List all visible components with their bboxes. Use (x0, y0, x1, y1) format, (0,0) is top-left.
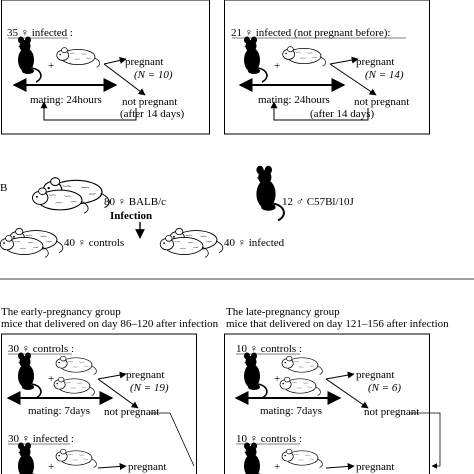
late-pregnant-bottom-label: pregnant (356, 461, 395, 473)
male-mouse-icon (17, 35, 42, 83)
early-pregnant-bottom-label: pregnant (128, 461, 167, 473)
right-pregnant-label: pregnant (356, 56, 395, 68)
right-mating-label: mating: 24hours (258, 94, 330, 106)
female-mouse-icon (55, 355, 97, 376)
male-mouse-icon (243, 35, 268, 83)
early-group-subtitle: mice that delivered on day 86–120 after … (1, 318, 219, 330)
right-pregnant-count: (N = 14) (365, 69, 404, 81)
late-group-title: The late-pregnancy group (226, 306, 340, 318)
balb-group-label: 80 ♀ BALB/c (104, 196, 167, 208)
controls-group-label: 40 ♀ controls (64, 237, 125, 249)
infected-group-label: 40 ♀ infected (224, 237, 285, 249)
svg-text:+: + (274, 373, 280, 385)
female-mouse-icon (53, 376, 95, 397)
male-mouse-icon (17, 351, 42, 399)
late-pregnant-count: (N = 6) (368, 382, 402, 394)
panel-a-right-box (224, 0, 430, 135)
c57-group-label: 12 ♂ C57Bl/10J (282, 196, 354, 208)
male-mouse-icon (243, 441, 268, 474)
female-mouse-icon (56, 47, 101, 68)
early-controls-heading: 30 ♀ controls : (8, 343, 74, 355)
female-mouse-icon (279, 376, 321, 397)
late-pregnant-label: pregnant (356, 369, 395, 381)
right-after-days-label: (after 14 days) (310, 108, 375, 120)
panel-b-letter: B (0, 182, 8, 194)
right-box-heading: 21 ♀ infected (not pregnant before): (231, 27, 391, 39)
svg-text:+: + (48, 373, 54, 385)
early-pregnant-label: pregnant (126, 369, 165, 381)
infection-label: Infection (110, 210, 153, 222)
late-controls-heading: 10 ♀ controls : (236, 343, 302, 355)
late-group-subtitle: mice that delivered on day 121–156 after… (226, 318, 449, 330)
svg-text:+: + (48, 60, 54, 72)
svg-text:+: + (274, 60, 280, 72)
svg-text:+: + (48, 461, 54, 473)
male-mouse-icon (243, 351, 268, 399)
left-mating-label: mating: 24hours (30, 94, 102, 106)
panel-a-left-box (1, 0, 210, 135)
female-mouse-icon (281, 448, 323, 469)
left-pregnant-count: (N = 10) (134, 69, 173, 81)
late-controls-heading-2: 10 ♀ controls : (236, 433, 302, 445)
svg-text:+: + (274, 461, 280, 473)
left-pregnant-label: pregnant (125, 56, 164, 68)
early-mating-label: mating: 7days (28, 405, 91, 417)
right-not-pregnant-label: not pregnant (354, 96, 410, 108)
female-mouse-icon (281, 355, 323, 376)
early-pregnant-count: (N = 19) (130, 382, 169, 394)
early-not-pregnant-label: not pregnant (104, 406, 160, 418)
early-group-title: The early-pregnancy group (1, 306, 121, 318)
panel-c-late-box (224, 333, 430, 474)
left-box-heading: 35 ♀ infected : (7, 27, 73, 39)
female-mouse-icon (282, 46, 327, 67)
early-infected-heading: 30 ♀ infected : (8, 433, 74, 445)
late-not-pregnant-label: not pregnant (364, 406, 420, 418)
male-mouse-icon (255, 164, 285, 222)
panel-c-early-box (1, 333, 197, 474)
late-mating-label: mating: 7days (260, 405, 323, 417)
left-after-days-label: (after 14 days) (120, 108, 185, 120)
male-mouse-icon (17, 441, 42, 474)
female-mouse-icon (55, 448, 97, 469)
left-not-pregnant-label: not pregnant (122, 96, 178, 108)
